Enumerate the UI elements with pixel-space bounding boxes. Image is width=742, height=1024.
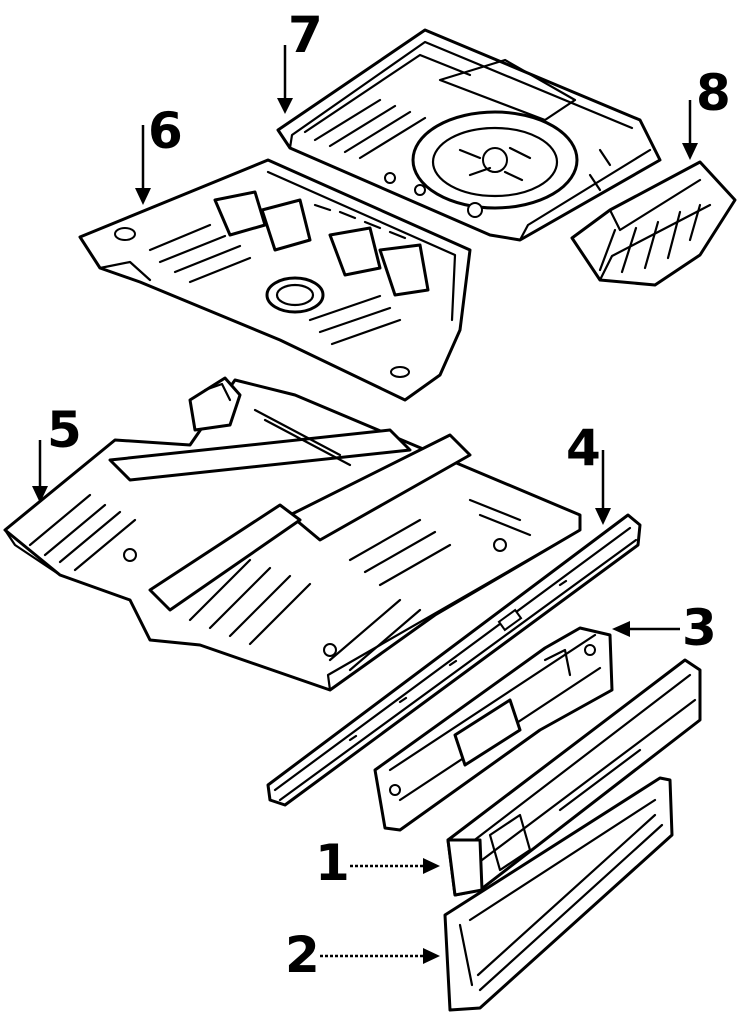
callout-3: 3	[682, 599, 717, 657]
leader-line-4	[595, 450, 611, 525]
callout-5: 5	[47, 401, 82, 459]
part-4-side-rail[interactable]	[266, 513, 642, 807]
leader-line-3	[612, 621, 680, 637]
part-7-trunk-floor-pan[interactable]	[276, 28, 662, 242]
leader-line-7	[277, 45, 293, 114]
leader-line-1	[350, 858, 440, 874]
callout-4: 4	[566, 419, 601, 477]
leader-line-2	[320, 948, 440, 964]
part-6-rear-floor-pan[interactable]	[78, 158, 472, 402]
callout-8: 8	[696, 64, 731, 122]
leader-line-5	[32, 440, 48, 503]
callout-7: 7	[288, 6, 323, 64]
leader-line-6	[135, 125, 151, 205]
part-2-outer-sill[interactable]	[443, 776, 674, 1012]
part-3-inner-rocker[interactable]	[373, 626, 614, 832]
leader-line-8	[682, 100, 698, 160]
callout-6: 6	[148, 102, 183, 160]
callout-1: 1	[315, 834, 350, 892]
part-8-rear-corner-panel[interactable]	[570, 160, 737, 287]
part-5-front-floor-pan[interactable]	[3, 376, 582, 692]
part-1-outer-rocker[interactable]	[446, 658, 702, 897]
callout-2: 2	[285, 926, 320, 984]
